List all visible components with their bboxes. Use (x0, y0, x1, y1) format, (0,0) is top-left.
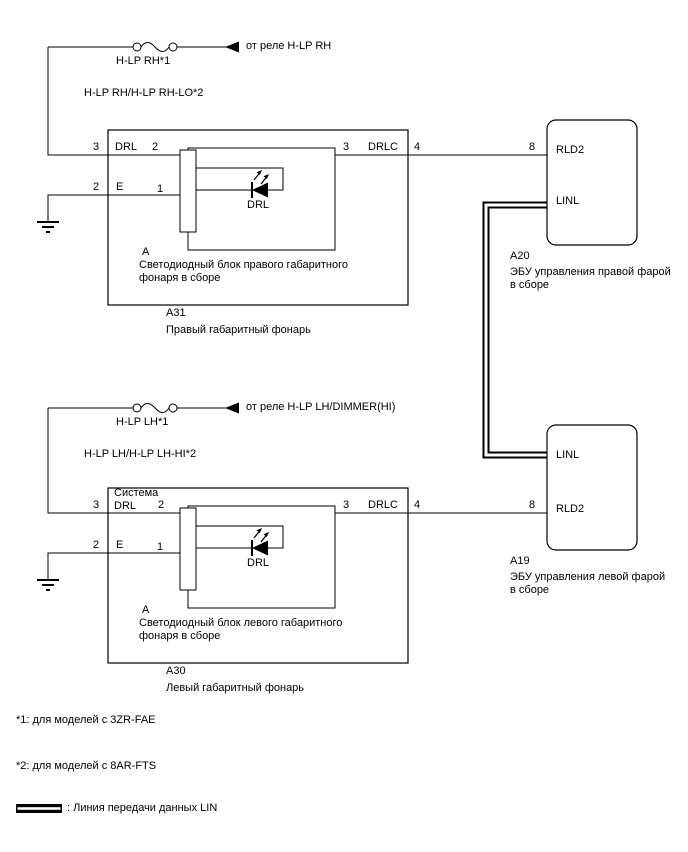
pin-number: 4 (414, 141, 421, 153)
pin-number: 8 (529, 141, 536, 153)
terminal-label: Система DRL (114, 487, 159, 512)
pin-number: 3 (343, 141, 350, 153)
component-name-right: Правый габаритный фонарь (166, 324, 311, 336)
ecu-code-right: A20 (510, 250, 530, 262)
lin-bus-core (484, 203, 547, 457)
feed-wire-left (47, 408, 180, 514)
wire-name-label-right: H-LP RH/H-LP RH-LO*2 (84, 87, 204, 99)
ecu-box-right (546, 119, 638, 246)
ecu-terminal-label: LINL (556, 449, 580, 461)
ecu-terminal-label: RLD2 (556, 503, 585, 515)
led-circuit-right (196, 167, 284, 191)
ground-wire-right (47, 194, 180, 221)
ground-symbol-right (37, 221, 59, 233)
connector-a-right (179, 149, 197, 233)
component-name-left: Левый габаритный фонарь (166, 682, 305, 694)
from-relay-arrow-right (225, 41, 239, 53)
terminal-label: DRLC (368, 499, 398, 511)
pin-number: 1 (157, 541, 164, 553)
terminal-label: E (116, 181, 124, 193)
from-relay-arrow-left (225, 402, 239, 414)
terminal-label: DRLC (368, 141, 398, 153)
footnote-1: *1: для моделей с 3ZR-FAE (16, 714, 156, 726)
lin-bus-line (482, 201, 547, 459)
pin-number: 3 (93, 499, 100, 511)
pin-number: 2 (158, 499, 165, 511)
lamp-unit-box-left (107, 487, 409, 664)
component-code-right: A31 (166, 307, 186, 319)
led-label-right: DRL (247, 199, 270, 211)
fuse-symbol-right (48, 42, 230, 52)
led-symbol-left (251, 528, 269, 556)
component-code-left: A30 (166, 665, 186, 677)
led-circuit-left (196, 525, 284, 549)
pin-number: 8 (529, 499, 536, 511)
footnote-2: *2: для моделей с 8AR-FTS (16, 760, 157, 772)
ecu-desc-right: ЭБУ управления правой фарой в сборе (510, 266, 671, 291)
fuse-name-label-left: H-LP LH*1 (116, 416, 169, 428)
pin-number: 3 (343, 499, 350, 511)
led-symbol-right (251, 170, 269, 198)
wire-name-label-left: H-LP LH/H-LP LH-HI*2 (84, 448, 197, 460)
ground-symbol-left (37, 579, 59, 591)
ecu-desc-left: ЭБУ управления левой фарой в сборе (510, 571, 666, 596)
fuse-symbol-left (48, 403, 230, 413)
pin-number: 2 (152, 141, 159, 153)
component-desc-right: Светодиодный блок правого габаритного фо… (139, 259, 348, 284)
relay-source-label-right: от реле H-LP RH (246, 40, 332, 52)
fuse-name-label-right: H-LP RH*1 (116, 55, 171, 67)
relay-source-label-left: от реле H-LP LH/DIMMER(HI) (246, 401, 396, 413)
pin-number: 4 (414, 499, 421, 511)
lamp-unit-box-right (107, 129, 409, 306)
legend-lin-label: : Линия передачи данных LIN (67, 802, 218, 814)
terminal-label: E (116, 539, 124, 551)
led-label-left: DRL (247, 557, 270, 569)
ecu-terminal-label: LINL (556, 195, 580, 207)
pin-number: 2 (93, 539, 100, 551)
ecu-box-left (546, 424, 638, 551)
feed-wire-right (47, 47, 180, 156)
ground-wire-left (47, 552, 180, 579)
component-desc-left: Светодиодный блок левого габаритного фон… (139, 617, 343, 642)
connector-id-label-right: A (142, 246, 150, 258)
ecu-code-left: A19 (510, 555, 530, 567)
connector-id-label-left: A (142, 604, 150, 616)
pin-number: 3 (93, 141, 100, 153)
pin-number: 1 (157, 183, 164, 195)
terminal-label: DRL (115, 141, 138, 153)
lin-legend-swatch (16, 804, 62, 813)
connector-a-left (179, 507, 197, 591)
ecu-terminal-label: RLD2 (556, 144, 585, 156)
pin-number: 2 (93, 181, 100, 193)
